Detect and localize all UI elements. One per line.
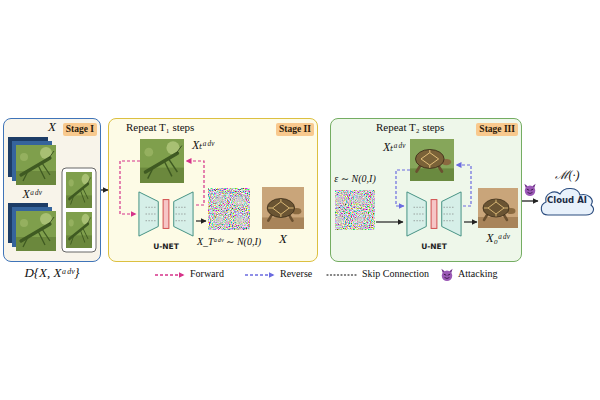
legend-text: Reverse bbox=[280, 268, 312, 280]
graphic-rect bbox=[12, 141, 52, 181]
legend-text: Skip Connection bbox=[362, 268, 429, 280]
reverse-loop bbox=[396, 170, 410, 206]
noise-image bbox=[335, 190, 375, 230]
flow-arrow bbox=[376, 221, 403, 222]
stage-tag: Stage II bbox=[276, 123, 314, 136]
image-label: X₀ᵃᵈᵛ bbox=[486, 231, 509, 245]
flow-arrow bbox=[196, 220, 206, 221]
image-label: X bbox=[279, 231, 287, 247]
flow-arrow bbox=[464, 221, 477, 222]
unet-symbol bbox=[139, 192, 193, 236]
legend-sample bbox=[326, 270, 358, 280]
connector-arrow bbox=[101, 189, 108, 190]
graphic-rect bbox=[8, 137, 48, 177]
cloud-service: Cloud AIℳ(·) bbox=[538, 186, 596, 216]
attack-icon bbox=[524, 184, 535, 196]
legend-text: Forward bbox=[190, 268, 224, 280]
input-symbol: X bbox=[48, 119, 56, 135]
noise-label: X_Tᵃᵈᵛ ∼ N(0,I) bbox=[197, 236, 261, 248]
forward-loop bbox=[186, 161, 204, 205]
image-xt bbox=[140, 139, 184, 183]
legend-sample bbox=[440, 268, 454, 282]
unet-label: U-NET bbox=[153, 242, 179, 251]
image-stack bbox=[8, 203, 56, 251]
model-label: ℳ(·) bbox=[555, 168, 580, 182]
unet-block: U-NET bbox=[133, 188, 199, 254]
cloud-outline bbox=[541, 188, 593, 215]
attack-icon bbox=[441, 269, 452, 281]
stage-tag: Stage III bbox=[476, 123, 518, 136]
stage-box: XStage IXᵃᵈᵛD{X, Xᵃᵈᵛ} bbox=[3, 118, 101, 262]
legend-line bbox=[155, 274, 184, 275]
legend-text: Attacking bbox=[458, 268, 497, 280]
noise-image bbox=[208, 188, 250, 230]
unet-label: U-NET bbox=[421, 242, 447, 251]
dataset-label: D{X, Xᵃᵈᵛ} bbox=[24, 265, 79, 281]
connector-arrow bbox=[522, 200, 538, 201]
graphic-use bbox=[16, 211, 56, 251]
unet-block: U-NET bbox=[401, 188, 467, 254]
image-label: Xₜᵃᵈᵛ bbox=[383, 140, 405, 154]
legend-line bbox=[245, 274, 274, 275]
graphic-rect bbox=[8, 203, 48, 243]
image-x0 bbox=[478, 188, 518, 228]
stage-title: Repeat T₂ steps bbox=[376, 121, 444, 134]
stage-tag: Stage I bbox=[63, 123, 97, 136]
legend-sample bbox=[244, 270, 276, 280]
image-stack bbox=[8, 137, 56, 185]
image-xt bbox=[410, 139, 454, 181]
forward-loop bbox=[120, 161, 140, 214]
image-label: Xₜᵃᵈᵛ bbox=[192, 138, 214, 152]
stage-title: Repeat T₁ steps bbox=[126, 121, 194, 134]
legend-sample bbox=[154, 270, 186, 280]
reverse-loop bbox=[456, 165, 471, 206]
graphic-rect bbox=[12, 207, 52, 247]
cloud-label: Cloud AI bbox=[547, 195, 587, 205]
image-x bbox=[262, 187, 304, 229]
graphic-use bbox=[66, 212, 92, 248]
graphic-use bbox=[16, 145, 56, 185]
stage-box: Repeat T₂ steps Stage III ε ∼ N(0,I) XₜᵃᵈᵛX… bbox=[330, 118, 522, 262]
image-pair bbox=[62, 168, 96, 252]
image-label: Xᵃᵈᵛ bbox=[22, 187, 41, 201]
legend-line bbox=[327, 274, 356, 275]
graphic-use bbox=[66, 172, 92, 208]
unet-symbol bbox=[407, 192, 461, 236]
graphic-rect bbox=[62, 168, 96, 252]
noise-label: ε ∼ N(0,I) bbox=[334, 173, 375, 185]
